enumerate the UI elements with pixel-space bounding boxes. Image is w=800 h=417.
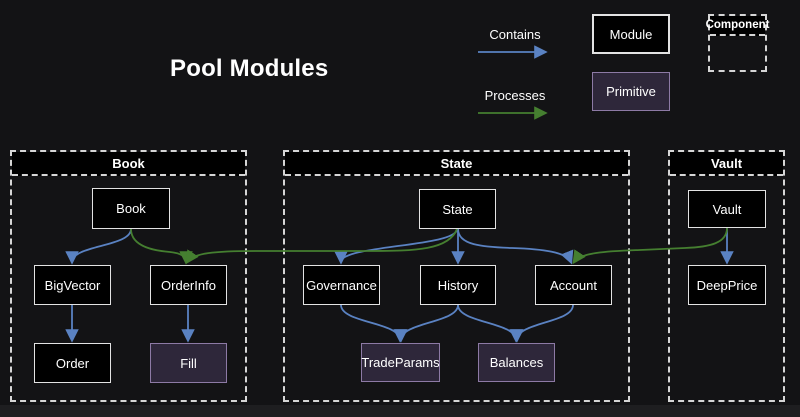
cluster-vault: Vault [668,150,785,402]
node-vault: Vault [688,190,766,228]
cluster-book: Book [10,150,247,402]
legend-primitive-box: Primitive [592,72,670,111]
cluster-state: State [283,150,630,402]
window-bottom-edge [0,405,800,417]
node-history: History [420,265,496,305]
node-deepprice: DeepPrice [688,265,766,305]
node-order: Order [34,343,111,383]
node-book: Book [92,188,170,229]
legend-component-box: Component [706,14,769,72]
node-orderinfo: OrderInfo [150,265,227,305]
legend-module-box: Module [592,14,670,54]
node-account: Account [535,265,612,305]
cluster-state-header: State [285,152,628,176]
cluster-book-header: Book [12,152,245,176]
node-bigvector: BigVector [34,265,111,305]
page-title: Pool Modules [170,55,329,82]
legend-component-label: Component [706,16,769,36]
node-tradeparams: TradeParams [361,343,440,382]
node-balances: Balances [478,343,555,382]
node-fill: Fill [150,343,227,383]
node-state: State [419,189,496,229]
legend-processes-label: Processes [484,88,546,103]
node-governance: Governance [303,265,380,305]
legend-contains-label: Contains [489,27,541,42]
cluster-vault-header: Vault [670,152,783,176]
